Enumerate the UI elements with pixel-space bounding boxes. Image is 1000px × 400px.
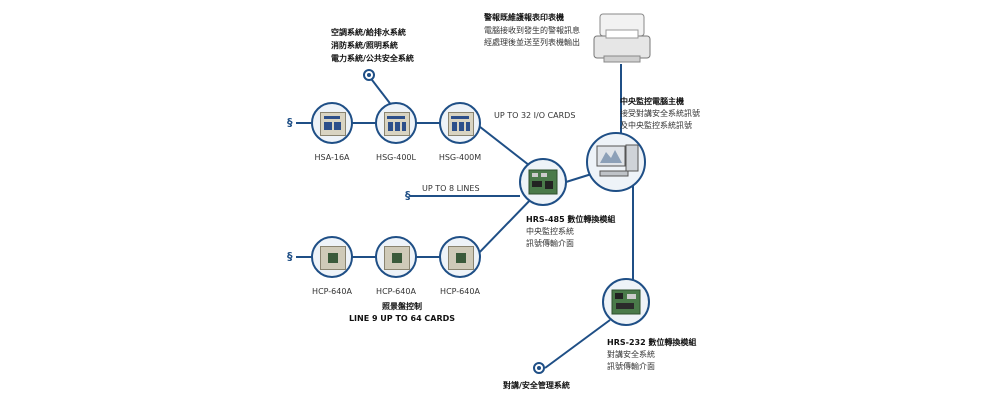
intercom-connector-dot [533, 362, 545, 374]
lines-label: UP TO 8 LINES [422, 184, 480, 193]
header-line-3: 電力系統/公共安全系統 [331, 54, 414, 63]
device-node-hcp640a [439, 236, 481, 278]
device-label: HCP-640A [312, 287, 352, 296]
computer-icon [596, 144, 639, 177]
scene-title: 照景盤控制 [382, 302, 422, 311]
host-desc-2: 及中央監控系統訊號 [620, 121, 692, 130]
host-title: 中央監控電腦主機 [620, 97, 684, 106]
hrs232-title: HRS-232 數位轉換模組 [607, 338, 697, 347]
device-node-hsa16a [311, 102, 353, 144]
hrs232-board-icon [611, 289, 641, 315]
hrs485-desc-2: 訊號傳輸介面 [526, 239, 574, 248]
header-line-1: 空調系統/給排水系統 [331, 28, 406, 37]
printer-desc-2: 經處理後並送至列表機輸出 [484, 38, 580, 47]
device-node-hcp640a [375, 236, 417, 278]
printer-desc-1: 電腦接收到發生的警報訊息 [484, 26, 580, 35]
line-break-icon: § [405, 189, 411, 202]
header-link-line [368, 75, 393, 107]
printer-icon [593, 13, 651, 63]
intercom-label: 對講/安全管理系統 [503, 381, 570, 390]
line-break-icon: § [287, 116, 293, 129]
device-node-hsg400m [439, 102, 481, 144]
header-line-2: 消防系統/照明系統 [331, 41, 398, 50]
hrs232-desc-2: 訊號傳輸介面 [607, 362, 655, 371]
device-node-hcp640a [311, 236, 353, 278]
hrs485-desc-1: 中央監控系統 [526, 227, 574, 236]
host-desc-1: 接受對講安全系統訊號 [620, 109, 700, 118]
hrs485-board-icon [528, 169, 558, 195]
line-break-icon: § [287, 250, 293, 263]
hrs232-desc-1: 對講安全系統 [607, 350, 655, 359]
io-cards-label: UP TO 32 I/O CARDS [494, 111, 576, 120]
device-label: HSA-16A [314, 153, 350, 162]
bottom-to-hrs485-line [474, 194, 536, 258]
device-label: HSG-400M [438, 153, 482, 162]
device-node-hsg400l [375, 102, 417, 144]
hrs485-title: HRS-485 數位轉換模組 [526, 215, 616, 224]
printer-title: 警報既維護報表印表機 [484, 13, 564, 22]
header-connector-dot [363, 69, 375, 81]
device-label: HCP-640A [376, 287, 416, 296]
device-label: HCP-640A [440, 287, 480, 296]
hrs232-to-intercom-line [544, 319, 611, 369]
scene-subtitle: LINE 9 UP TO 64 CARDS [348, 314, 456, 323]
device-label: HSG-400L [376, 153, 416, 162]
